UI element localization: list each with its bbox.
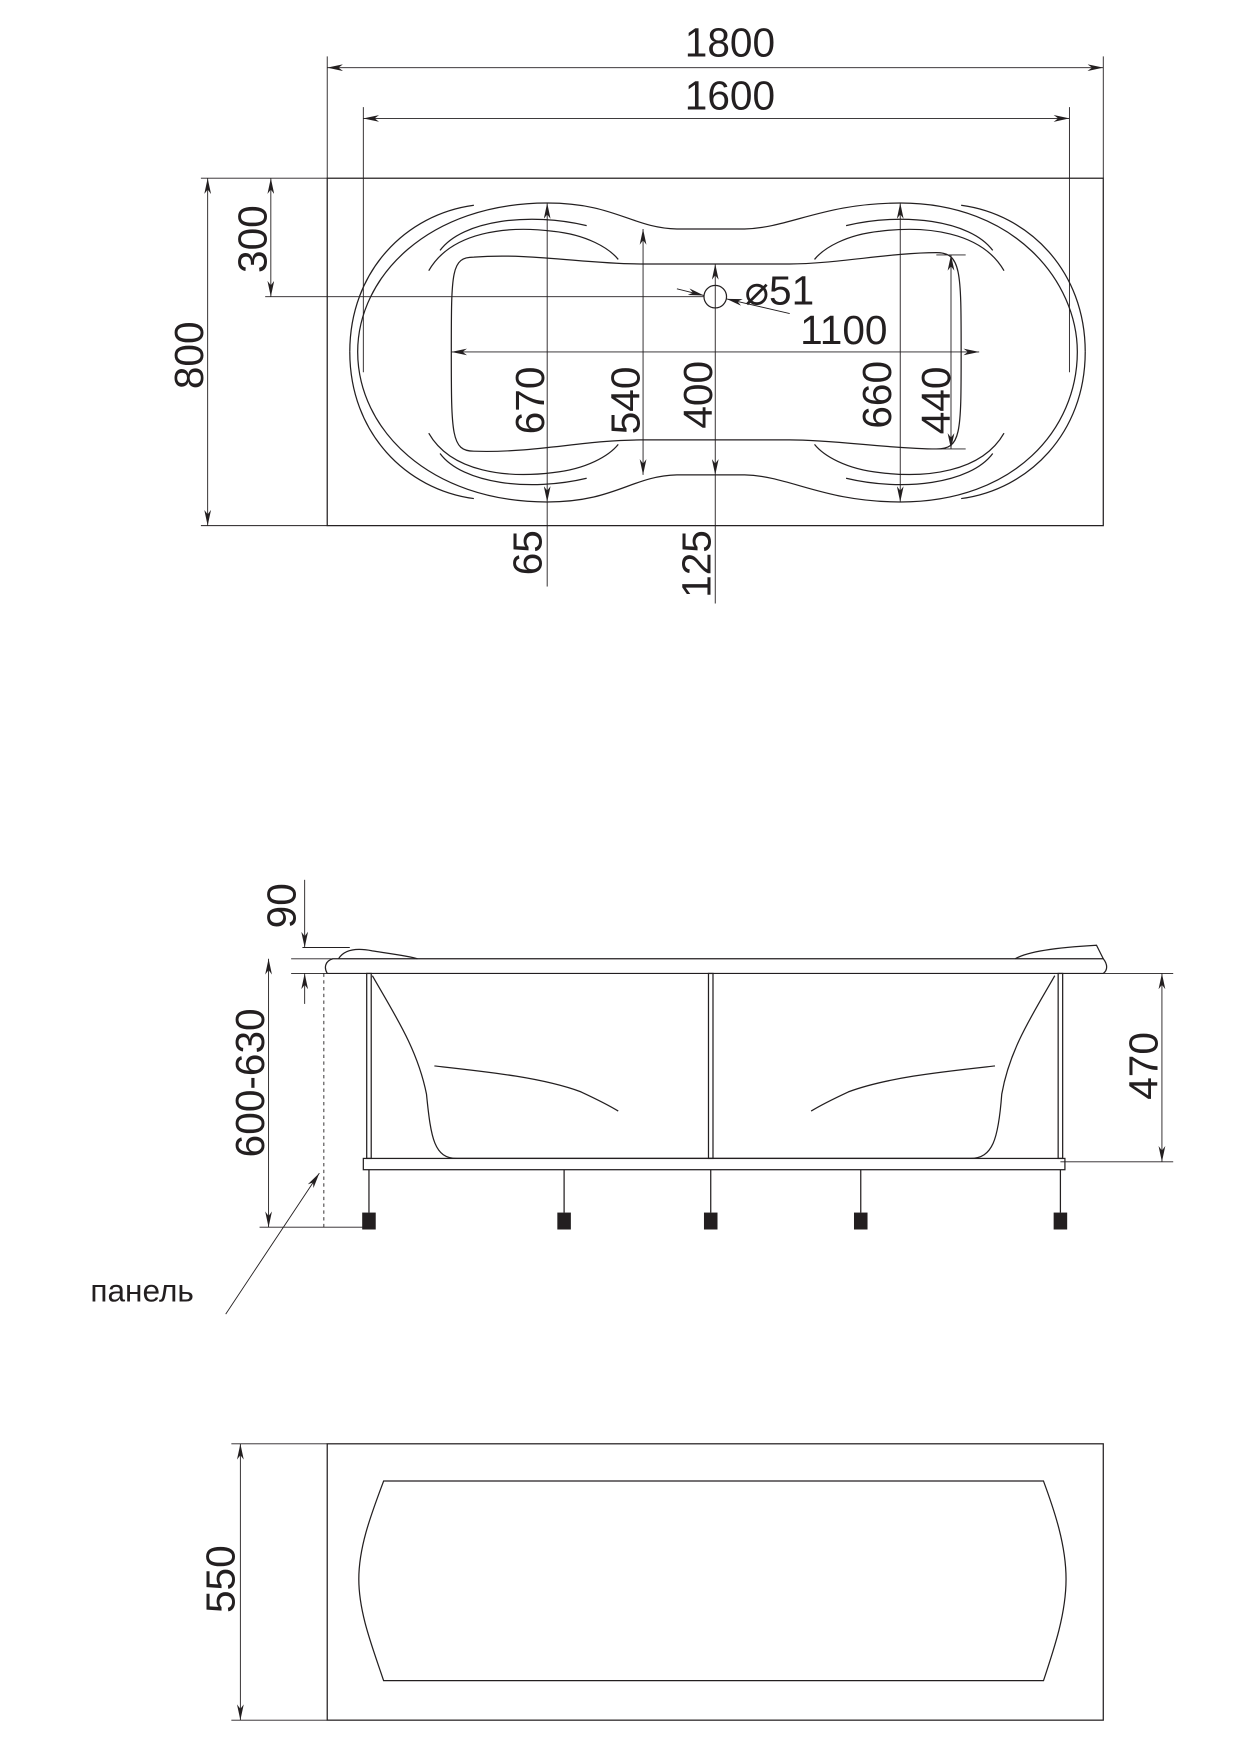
adjustable-feet <box>362 1169 1068 1230</box>
dimension-inner-length: 1100 <box>800 307 887 353</box>
dimension-depth: 470 <box>1120 1032 1166 1100</box>
frame-legs <box>366 972 1064 1160</box>
dimension-panel-height: 550 <box>198 1545 244 1613</box>
dimension-headrest-height: 90 <box>259 883 305 928</box>
tub-rim <box>324 958 1108 975</box>
dimension-drain-diameter: ⌀51 <box>745 268 815 314</box>
panel-outline <box>326 1443 1104 1721</box>
dimension-width-left: 670 <box>507 367 553 435</box>
tub-bowl-outline <box>349 202 1086 503</box>
panel-inner-relief <box>358 1480 1067 1682</box>
dimension-overall-length: 1800 <box>685 19 775 65</box>
dimension-total-height: 600-630 <box>227 1008 273 1157</box>
panel-view: 550 <box>198 1443 1104 1721</box>
dimension-width-right: 660 <box>854 361 900 429</box>
dimension-drain-section: 400 <box>675 361 721 429</box>
side-view: 90 600-630 470 панель <box>90 879 1174 1315</box>
panel-label: панель <box>90 1273 194 1309</box>
dimension-width-waist: 540 <box>603 367 649 435</box>
top-view: 1800 1600 800 300 ⌀51 1100 670 540 400 6… <box>166 19 1104 604</box>
dimension-overall-width: 800 <box>166 321 212 389</box>
dimension-offset-left: 65 <box>505 530 551 575</box>
dimension-offset-drain: 125 <box>674 530 720 598</box>
dimension-inner-width-right: 440 <box>913 367 959 435</box>
dimension-rim-length: 1600 <box>685 72 775 118</box>
support-frame <box>362 1157 1066 1171</box>
dimension-drain-offset: 300 <box>229 205 275 273</box>
